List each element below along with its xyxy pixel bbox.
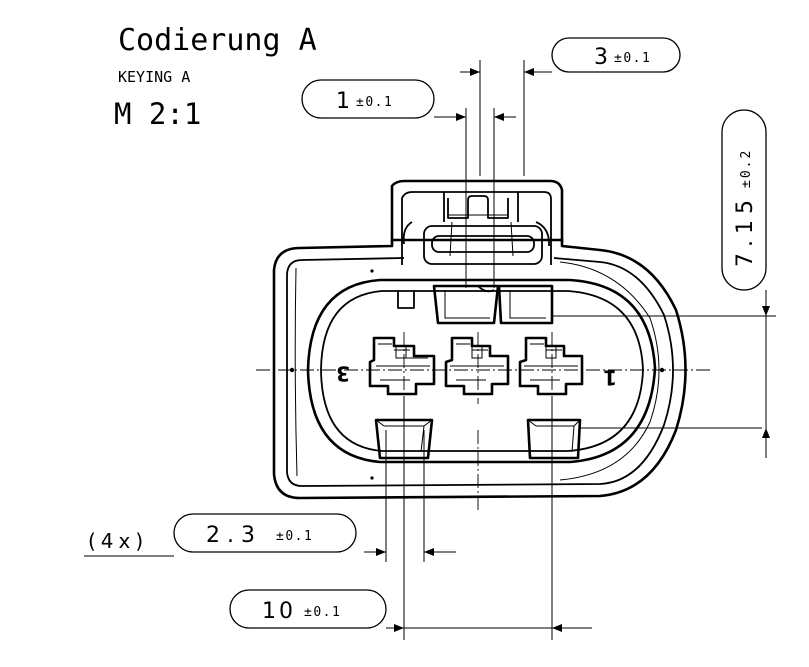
pin-number-3: 3 <box>336 362 350 386</box>
connector-housing <box>272 179 687 500</box>
dimension-height: 7.15 ±0.2 <box>552 109 776 458</box>
pin-number-1: 1 <box>603 366 617 390</box>
drawing-title: Codierung A <box>118 23 317 58</box>
pin-distance-tolerance: ±0.1 <box>304 605 341 620</box>
height-tolerance: ±0.2 <box>739 149 754 188</box>
center-lines <box>256 332 712 512</box>
pin-cavity-1 <box>518 336 584 396</box>
pin-cavity-3 <box>368 336 436 396</box>
drawing-scale: M 2:1 <box>114 97 201 131</box>
dimension-pin-distance: 10 ±0.1 <box>229 396 592 640</box>
pin-distance-value: 10 <box>262 599 296 624</box>
dimension-pin-pitch: 1 ±0.1 <box>301 79 516 288</box>
dimension-pin-size: (4x) 2.3 ±0.1 <box>84 430 456 562</box>
pin-width-value: 3 <box>594 45 608 70</box>
pin-size-value: 2.3 <box>206 523 262 548</box>
drawing-subtitle: KEYING A <box>118 68 190 86</box>
pin-cavity-2 <box>444 336 510 396</box>
dimension-pin-width: 3 ±0.1 <box>460 37 681 176</box>
pin-size-tolerance: ±0.1 <box>276 529 313 544</box>
pin-size-count: (4x) <box>88 529 148 553</box>
pin-pitch-tolerance: ±0.1 <box>356 95 393 110</box>
height-value: 7.15 <box>733 194 758 267</box>
drawing-title-block: Codierung A KEYING A M 2:1 <box>114 23 317 131</box>
pin-width-tolerance: ±0.1 <box>614 51 651 66</box>
pin-pitch-value: 1 <box>336 89 350 114</box>
